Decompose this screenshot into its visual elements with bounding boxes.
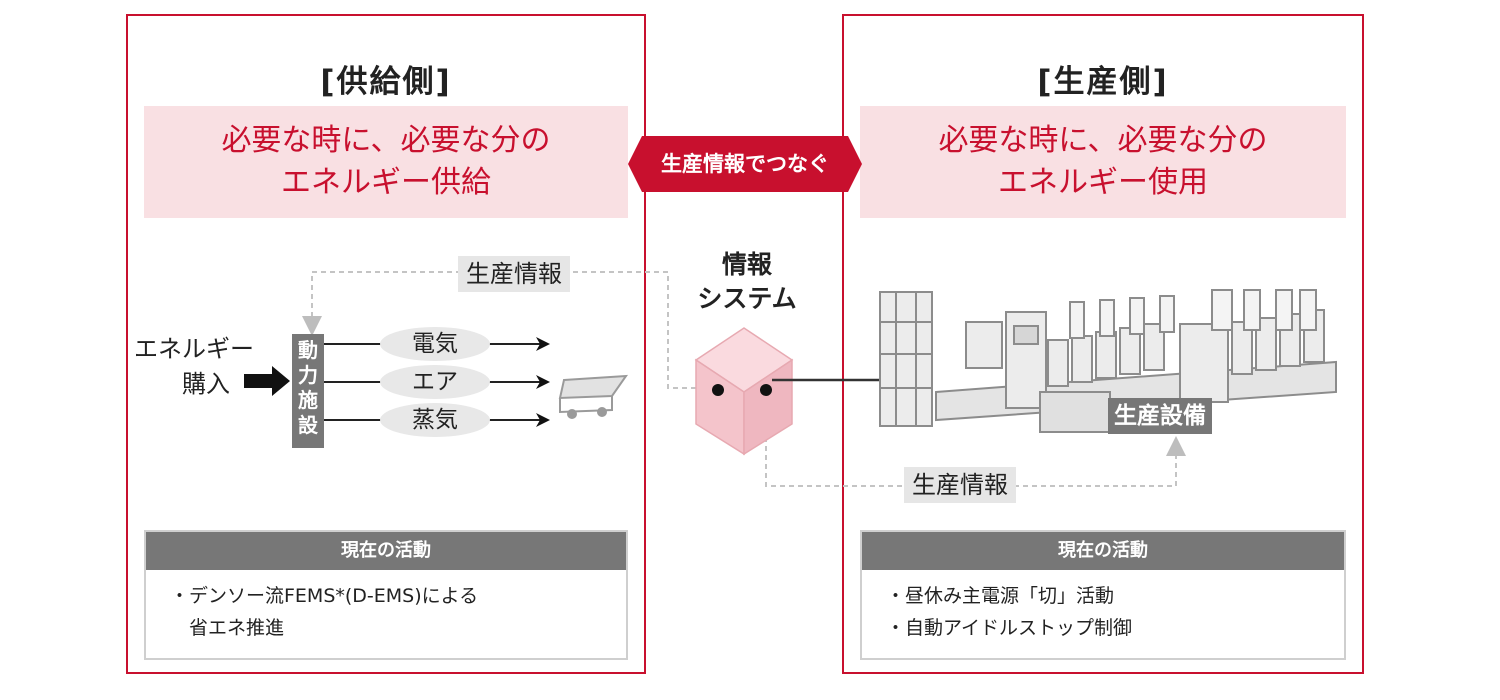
production-title: [生産側] [1037,64,1169,100]
production-activity-item: ・昼休み主電源「切」活動 [886,585,1115,607]
utility-electricity: 電気 [380,327,490,361]
supply-side-panel: [供給側] 必要な時に、必要な分の エネルギー供給 現在の活動 ・デンソー流FE… [126,14,646,674]
info-tag-top: 生産情報 [458,256,570,292]
supply-activity-list: ・デンソー流FEMS*(D-EMS)による 省エネ推進 [146,570,626,644]
energy-purchase-label-2: 購入 [182,370,230,398]
production-headline-line-1: 必要な時に、必要な分の [938,123,1268,158]
info-system-title-line-1: 情報 [721,250,772,279]
production-equipment-label: 生産設備 [1108,398,1212,434]
supply-headline: 必要な時に、必要な分の エネルギー供給 [144,106,628,218]
utility-arrowheads [536,337,550,427]
power-facility-char: 動 [298,338,318,362]
utility-steam: 蒸気 [380,403,490,437]
power-facility-char: 力 [298,363,318,387]
production-equipment-icon [879,289,1337,433]
info-tag-bottom: 生産情報 [904,467,1016,503]
production-activity-box: 現在の活動 ・昼休み主電源「切」活動 ・自動アイドルストップ制御 [860,530,1346,660]
energy-purchase-label-1: エネルギー [134,335,254,363]
connector-label: 生産情報でつなぐ [628,136,862,192]
power-facility-char: 施 [298,388,318,412]
supply-headline-line-1: 必要な時に、必要な分の [221,123,551,158]
power-facility-label: 動 力 施 設 [292,334,324,448]
utility-air: エア [380,365,490,399]
info-system-title-line-2: システム [697,284,797,313]
power-facility-char: 設 [298,413,318,437]
supply-headline-line-2: エネルギー供給 [281,165,491,200]
supply-activity-item: 省エネ推進 [170,617,285,639]
production-activity-list: ・昼休み主電源「切」活動 ・自動アイドルストップ制御 [862,570,1344,644]
production-headline-line-2: エネルギー使用 [998,165,1208,200]
production-activity-item: ・自動アイドルストップ制御 [886,617,1133,639]
cart-icon [558,374,629,419]
energy-purchase-arrow [244,366,290,396]
info-system-cube-icon [694,327,794,456]
production-activity-header: 現在の活動 [862,532,1344,570]
info-flow-top-line [302,271,696,389]
supply-title: [供給側] [320,64,452,100]
supply-activity-item: ・デンソー流FEMS*(D-EMS)による [170,585,479,607]
production-headline: 必要な時に、必要な分の エネルギー使用 [860,106,1346,218]
supply-activity-header: 現在の活動 [146,532,626,570]
info-system-title: 情報 システム [672,248,822,316]
supply-activity-box: 現在の活動 ・デンソー流FEMS*(D-EMS)による 省エネ推進 [144,530,628,660]
